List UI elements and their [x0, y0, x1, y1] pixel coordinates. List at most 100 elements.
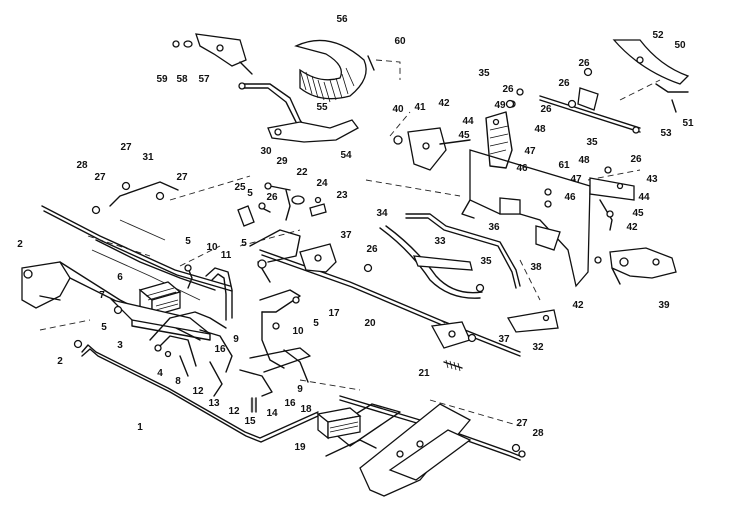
label-46-b: 46	[564, 192, 576, 203]
label-33: 33	[434, 236, 446, 247]
label-30: 30	[260, 146, 272, 157]
dashed-leader-lines	[39, 79, 661, 427]
label-2-lower: 2	[57, 356, 63, 367]
label-16-b: 16	[284, 398, 296, 409]
label-28-a: 28	[76, 160, 88, 171]
label-42-b: 42	[626, 222, 638, 233]
label-58: 58	[176, 74, 188, 85]
label-22: 22	[296, 167, 308, 178]
label-5-c: 5	[241, 238, 247, 249]
label-5-e: 5	[313, 318, 319, 329]
label-60: 60	[394, 36, 406, 47]
rod-part-1	[81, 344, 319, 443]
label-47-b: 47	[570, 174, 582, 185]
bracket-parts-40-49	[393, 100, 516, 171]
label-31: 31	[142, 152, 154, 163]
tube-part-11	[205, 267, 233, 321]
label-8: 8	[175, 376, 181, 387]
label-49: 49	[494, 100, 506, 111]
upper-right-shaft-part-53	[539, 87, 641, 134]
center-lever-assembly	[239, 289, 311, 413]
label-26-b: 26	[502, 84, 514, 95]
label-34: 34	[376, 208, 388, 219]
label-6: 6	[117, 272, 123, 283]
bracket-part-57	[195, 33, 253, 75]
label-61: 61	[558, 160, 570, 171]
label-57: 57	[198, 74, 210, 85]
label-39: 39	[658, 300, 670, 311]
small-parts-58-59	[172, 40, 193, 48]
label-51: 51	[682, 118, 694, 129]
left-frame-members	[59, 181, 201, 341]
lower-frame	[325, 403, 472, 497]
label-28-b: 28	[532, 428, 544, 439]
label-53: 53	[660, 128, 672, 139]
label-13: 13	[208, 398, 220, 409]
block-part-18	[316, 407, 362, 440]
label-1: 1	[137, 422, 143, 433]
label-26-f: 26	[558, 78, 570, 89]
label-10-a: 10	[206, 242, 218, 253]
label-55: 55	[316, 102, 328, 113]
label-11: 11	[220, 250, 232, 261]
center-bracket-part-37	[299, 243, 337, 273]
label-45-a: 45	[458, 130, 470, 141]
vertical-panel-part-42	[461, 149, 591, 288]
label-37-a: 37	[340, 230, 352, 241]
label-42-c: 42	[572, 300, 584, 311]
label-56: 56	[336, 14, 348, 25]
label-20: 20	[364, 318, 376, 329]
right-bracket-part-39	[609, 247, 677, 285]
label-35-c: 35	[480, 256, 492, 267]
label-47-a: 47	[524, 146, 536, 157]
label-9-a: 9	[233, 334, 239, 345]
label-24: 24	[316, 178, 328, 189]
label-35-a: 35	[478, 68, 490, 79]
curved-rod-part-33	[379, 225, 483, 299]
label-27-b: 27	[94, 172, 106, 183]
label-32: 32	[532, 342, 544, 353]
label-41: 41	[414, 102, 426, 113]
label-44-a: 44	[462, 116, 474, 127]
rod-part-36	[405, 213, 521, 289]
label-7: 7	[99, 290, 105, 301]
left-lever-assembly	[149, 264, 233, 397]
label-26-c: 26	[540, 104, 552, 115]
label-3: 3	[117, 340, 123, 351]
label-59: 59	[156, 74, 168, 85]
label-4: 4	[157, 368, 163, 379]
label-25: 25	[234, 182, 246, 193]
label-5-b: 5	[185, 236, 191, 247]
label-35-b: 35	[586, 137, 598, 148]
label-42-a: 42	[438, 98, 450, 109]
fasteners	[73, 67, 593, 458]
label-2-left: 2	[17, 239, 23, 250]
lever-part-54	[267, 119, 359, 143]
label-45-b: 45	[632, 208, 644, 219]
right-arm-parts-43-48	[589, 166, 635, 264]
label-19: 19	[294, 442, 306, 453]
label-12-b: 12	[228, 406, 240, 417]
label-26-e: 26	[630, 154, 642, 165]
label-26-g: 26	[266, 192, 278, 203]
label-29: 29	[276, 156, 288, 167]
label-21: 21	[418, 368, 430, 379]
label-18: 18	[300, 404, 312, 415]
label-50: 50	[674, 40, 686, 51]
label-16-a: 16	[214, 344, 226, 355]
label-40: 40	[392, 104, 404, 115]
label-26-d: 26	[578, 58, 590, 69]
center-frame-part-21	[430, 321, 471, 372]
label-52: 52	[652, 30, 664, 41]
label-10-b: 10	[292, 326, 304, 337]
deflector-part-50	[612, 39, 690, 113]
label-48-a: 48	[534, 124, 546, 135]
label-27-d: 27	[516, 418, 528, 429]
label-43: 43	[646, 174, 658, 185]
label-9-b: 9	[297, 384, 303, 395]
label-5-d: 5	[247, 188, 253, 199]
label-27-c: 27	[176, 172, 188, 183]
part-60-screw	[367, 55, 401, 80]
